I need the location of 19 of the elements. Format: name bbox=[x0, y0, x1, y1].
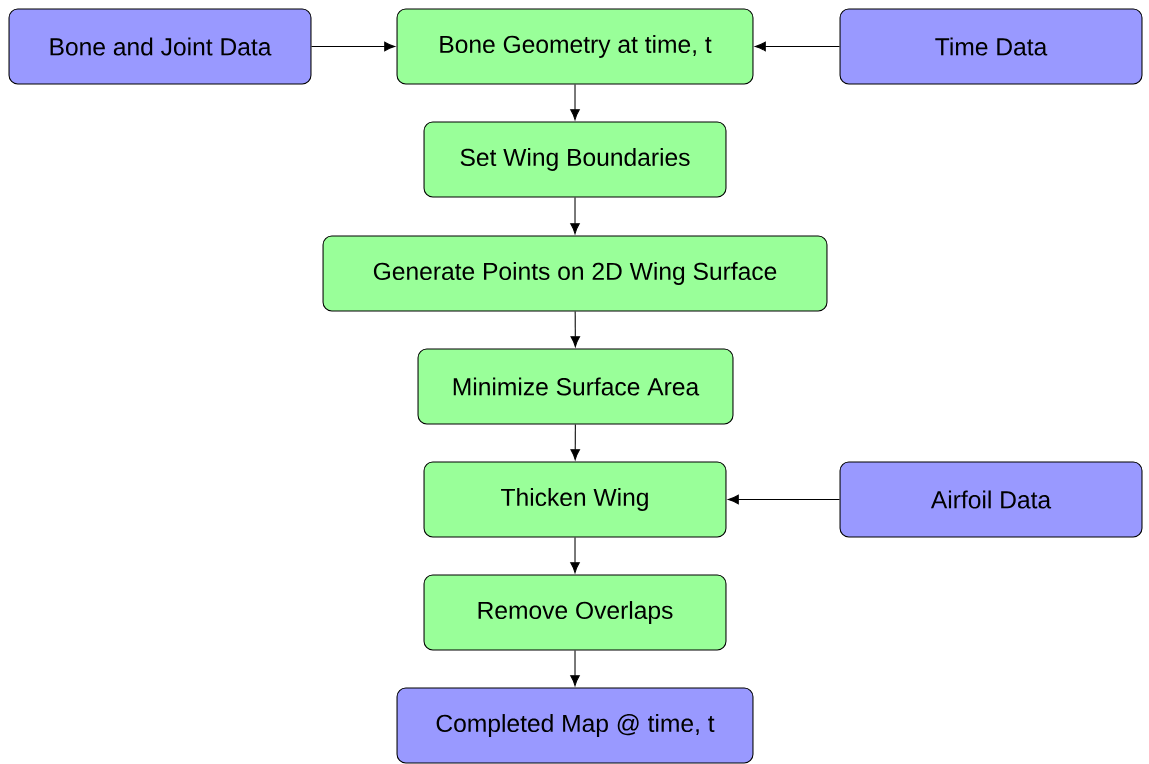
arrow bbox=[570, 84, 580, 121]
data-box: Completed Map @ time, t bbox=[396, 687, 754, 764]
arrow bbox=[570, 424, 581, 461]
process-box: Remove Overlaps bbox=[423, 574, 727, 651]
arrow bbox=[570, 311, 581, 348]
process-box: Set Wing Boundaries bbox=[423, 121, 727, 198]
arrow bbox=[570, 197, 580, 235]
arrow bbox=[310, 41, 396, 52]
process-box: Bone Geometry at time, t bbox=[396, 8, 754, 85]
arrow bbox=[570, 650, 580, 687]
arrow bbox=[727, 494, 841, 505]
process-box: Thicken Wing bbox=[423, 461, 727, 538]
process-box: Generate Points on 2D Wing Surface bbox=[322, 235, 828, 312]
arrow bbox=[570, 537, 580, 574]
data-box: Airfoil Data bbox=[839, 461, 1143, 538]
process-box: Minimize Surface Area bbox=[417, 348, 734, 425]
data-box: Time Data bbox=[839, 8, 1143, 85]
data-box: Bone and Joint Data bbox=[8, 8, 312, 85]
arrow bbox=[754, 41, 841, 52]
